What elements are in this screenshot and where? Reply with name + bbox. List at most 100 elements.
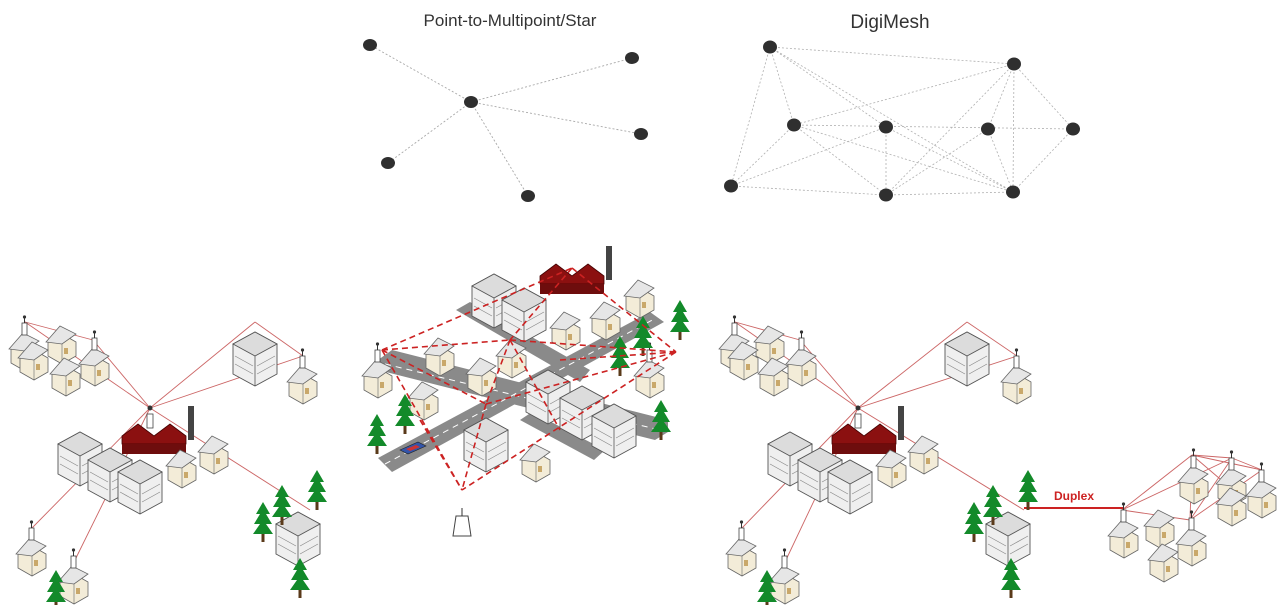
- mesh-node: [1066, 122, 1080, 136]
- radio-hub-icon: [146, 405, 154, 429]
- office-building-icon: [501, 287, 547, 343]
- star-hub-node: [464, 96, 478, 108]
- house-icon: [786, 330, 816, 386]
- mesh-link: [1012, 63, 1015, 193]
- house-icon: [1001, 348, 1031, 404]
- mesh-link: [885, 126, 1014, 193]
- radio-link: [254, 321, 304, 357]
- house-icon: [1246, 462, 1276, 518]
- house-icon: [362, 342, 392, 398]
- radio-link: [571, 267, 677, 353]
- star-node: [625, 52, 639, 64]
- office-building-icon: [232, 331, 278, 387]
- mesh-link: [793, 124, 1014, 193]
- radio-link: [1191, 454, 1263, 471]
- tree-icon: [290, 558, 310, 598]
- radio-link: [485, 339, 511, 405]
- star-node: [381, 157, 395, 169]
- star-link: [470, 101, 642, 135]
- mesh-link: [730, 185, 887, 196]
- star-node: [634, 128, 648, 140]
- radio-link: [461, 351, 677, 491]
- house-icon: [875, 449, 907, 489]
- mesh-link: [885, 63, 1015, 196]
- mesh-link: [793, 63, 1015, 126]
- mesh-link: [1013, 63, 1074, 130]
- mesh-topology-diagram: [730, 46, 1074, 196]
- radio-link: [966, 321, 1018, 357]
- radio-link: [509, 339, 677, 353]
- mesh-link: [793, 124, 887, 196]
- radio-hub-icon: [854, 405, 862, 429]
- radio-link: [149, 355, 304, 409]
- mesh-city-illustration: [362, 245, 690, 537]
- house-icon: [1178, 448, 1208, 504]
- radio-link: [461, 403, 487, 491]
- tree-icon: [307, 470, 327, 510]
- house-icon: [287, 348, 317, 404]
- office-building-icon: [944, 331, 990, 387]
- house-icon: [16, 520, 46, 576]
- mesh-link: [769, 46, 887, 128]
- mesh-node: [1006, 185, 1020, 199]
- office-building-icon: [827, 459, 873, 515]
- office-building-icon: [463, 417, 509, 473]
- house-icon: [1147, 543, 1179, 583]
- house-icon: [753, 325, 785, 365]
- star-link: [470, 57, 633, 103]
- star-link: [387, 101, 472, 164]
- house-icon: [757, 357, 789, 397]
- radio-link: [485, 351, 677, 405]
- star-link: [369, 44, 472, 103]
- star-link: [470, 101, 529, 197]
- mesh-link: [793, 124, 1074, 130]
- radio-link: [1121, 457, 1233, 511]
- radio-link: [509, 267, 573, 341]
- house-icon: [769, 548, 799, 604]
- mesh-link: [769, 46, 795, 126]
- mesh-link: [885, 128, 989, 196]
- house-icon: [726, 520, 756, 576]
- radio-link: [857, 355, 1018, 409]
- radio-link: [1121, 454, 1193, 511]
- mesh-topology-title: DigiMesh: [850, 12, 929, 33]
- star-topology-diagram: [369, 44, 642, 197]
- house-icon: [623, 279, 655, 319]
- office-building-icon: [591, 403, 637, 459]
- mesh-link: [1012, 128, 1074, 193]
- house-icon: [45, 325, 77, 365]
- duplex-label: Duplex: [1054, 489, 1094, 503]
- mesh-link: [987, 128, 1014, 193]
- mesh-link: [769, 46, 1015, 65]
- mesh-node: [981, 122, 995, 136]
- mesh-deployment-illustration: Duplex: [719, 315, 1276, 605]
- office-building-icon: [117, 459, 163, 515]
- tree-icon: [367, 414, 387, 454]
- mesh-node: [879, 120, 893, 134]
- radio-link: [509, 339, 561, 431]
- radio-link: [1231, 457, 1263, 471]
- factory-icon: [539, 245, 613, 295]
- mesh-link: [730, 46, 771, 187]
- house-icon: [49, 357, 81, 397]
- house-icon: [589, 301, 621, 341]
- house-icon: [495, 339, 527, 379]
- radio-link: [419, 419, 463, 491]
- mesh-link: [769, 46, 1014, 193]
- radio-link: [1191, 454, 1233, 459]
- radio-link: [381, 267, 573, 351]
- mesh-node: [787, 118, 801, 132]
- house-icon: [79, 330, 109, 386]
- vehicle-icon: [399, 441, 427, 455]
- radio-link: [1189, 457, 1233, 521]
- star-node: [363, 39, 377, 51]
- tree-icon: [964, 502, 984, 542]
- radio-link: [381, 339, 511, 351]
- tree-icon: [1018, 470, 1038, 510]
- mesh-link: [987, 63, 1015, 130]
- star-topology-title: Point-to-Multipoint/Star: [424, 11, 597, 30]
- road: [520, 412, 605, 460]
- mesh-node: [879, 188, 893, 202]
- radio-link: [799, 339, 859, 409]
